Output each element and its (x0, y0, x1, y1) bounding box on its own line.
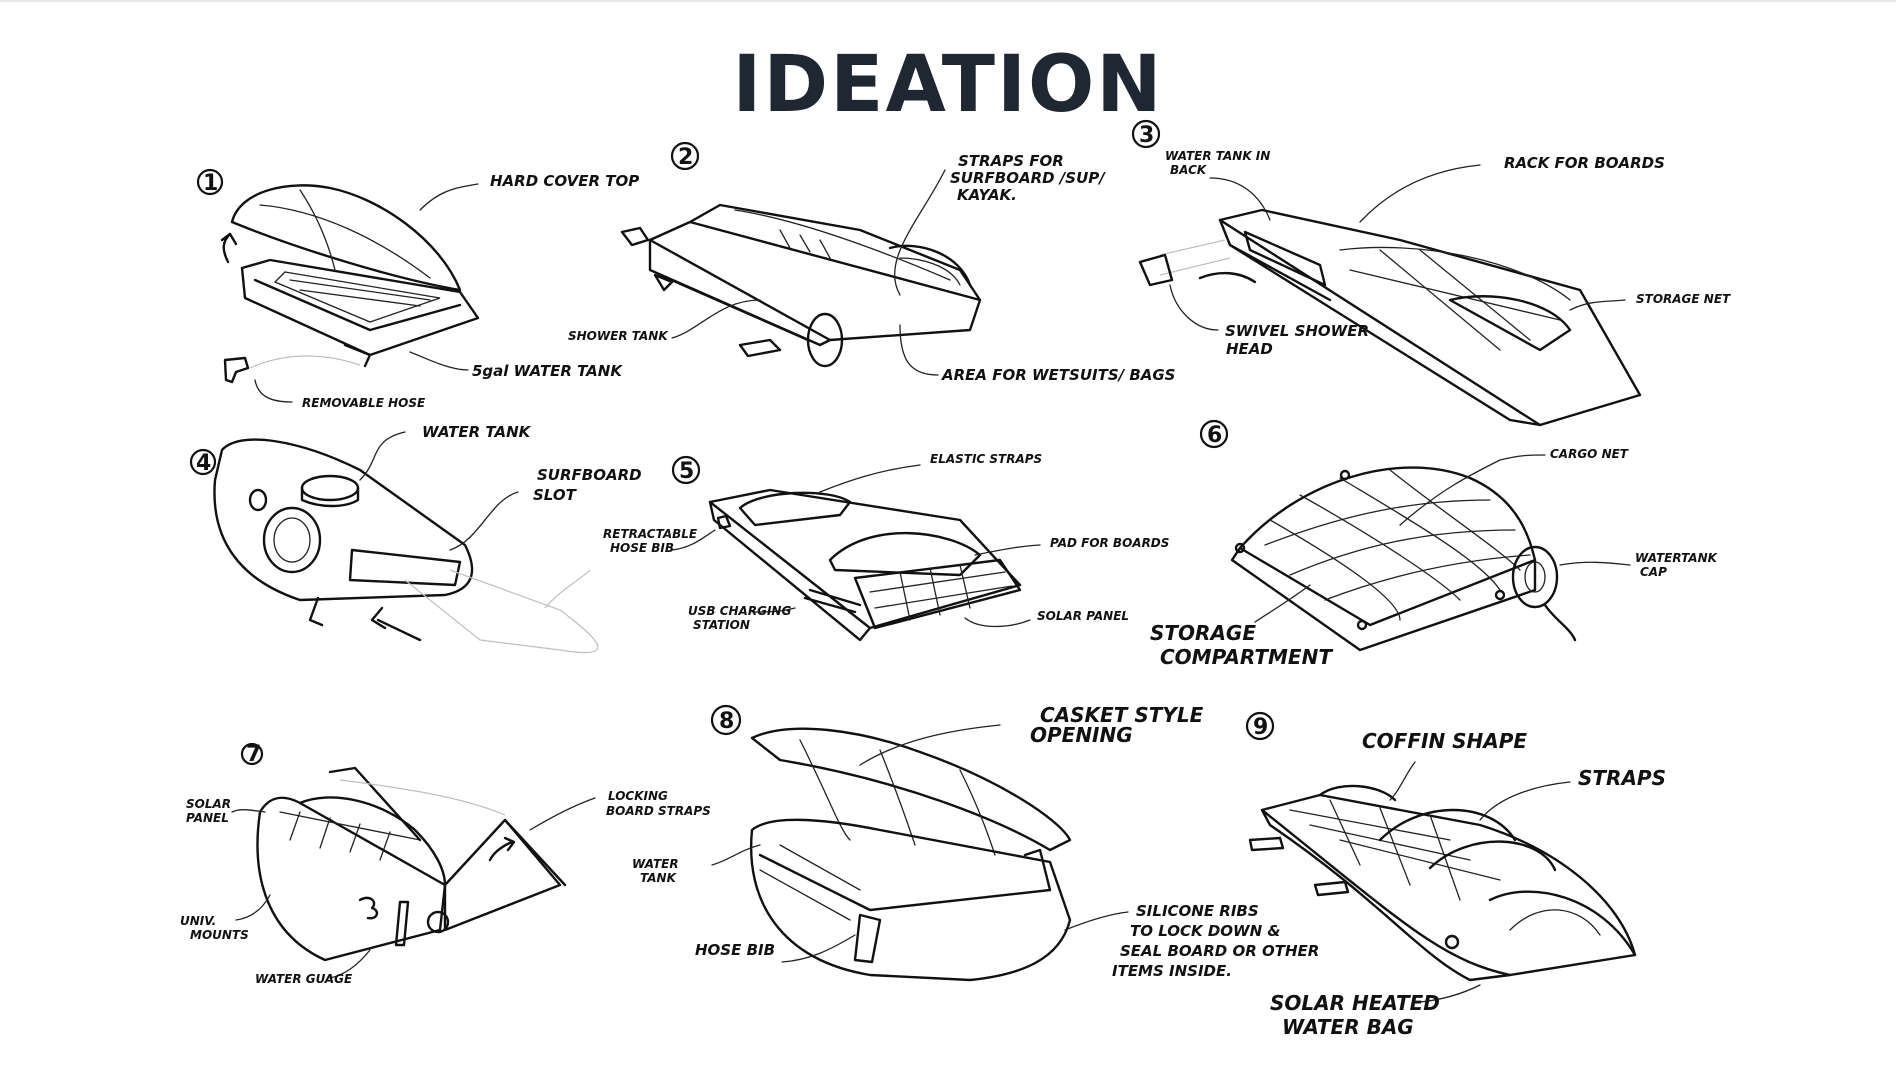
label-shower-tank: SHOWER TANK (568, 329, 669, 343)
concept-number: 9 (1253, 715, 1268, 740)
label-water-tank-in: WATER TANK IN (1165, 149, 1270, 163)
label-elastic-straps: ELASTIC STRAPS (930, 452, 1042, 466)
concept-number: 2 (678, 145, 693, 170)
concept-5: 5 ELASTIC STRAPS RETRACTABLE HOSE BIB PA… (603, 452, 1169, 642)
label-silicone-ribs: SILICONE RIBS (1136, 902, 1259, 920)
label-straps-9: STRAPS (1578, 766, 1666, 790)
label-coffin-shape: COFFIN SHAPE (1362, 729, 1527, 753)
concept-number: 6 (1207, 423, 1222, 448)
top-divider (0, 0, 1896, 2)
label-casket-style: CASKET STYLE (1040, 703, 1204, 727)
concept-number: 1 (203, 171, 218, 196)
concept-8: 8 CASKET STYLE OPENING WATER TANK HOSE B… (632, 703, 1319, 982)
label-water-tank: WATER TANK (422, 423, 532, 441)
label-cargo-net: CARGO NET (1550, 447, 1629, 461)
concept-4: 4 WATER TANK SURFBOARD SLOT (189, 423, 642, 654)
concept-number: 3 (1139, 123, 1154, 148)
label-items-inside: ITEMS INSIDE. (1112, 962, 1232, 980)
label-water: WATER (632, 857, 679, 871)
label-hose-bib: HOSE BIB (610, 541, 674, 555)
label-cap: CAP (1640, 565, 1667, 579)
page-title: IDEATION (732, 40, 1164, 130)
label-storage-net: STORAGE NET (1636, 292, 1731, 306)
label-swivel-shower: SWIVEL SHOWER (1225, 322, 1369, 340)
label-solar-heated: SOLAR HEATED (1270, 991, 1440, 1015)
concept-9: 9 COFFIN SHAPE STRAPS SOLAR HEATED WATER… (1245, 711, 1666, 1039)
concept-3: 3 WATER TANK IN BACK RACK FOR BOARDS STO… (1131, 119, 1731, 427)
label-solar: SOLAR (186, 797, 231, 811)
label-water-guage: WATER GUAGE (255, 972, 353, 986)
label-seal-board: SEAL BOARD OR OTHER (1120, 942, 1319, 960)
label-slot: SLOT (533, 486, 578, 504)
label-univ: UNIV. (180, 914, 216, 928)
label-back: BACK (1170, 163, 1208, 177)
concept-1: 1 HARD COVER TOP 5gal WATER TANK REMOVAB… (196, 168, 639, 410)
label-solar-panel: SOLAR PANEL (1037, 609, 1129, 623)
concept-2: 2 STRAPS FOR SURFBOARD /SUP/ KAYAK. SHOW… (568, 141, 1176, 384)
label-watertank: WATERTANK (1635, 551, 1719, 565)
label-surfboard-sup: SURFBOARD /SUP/ (950, 169, 1106, 187)
label-retractable: RETRACTABLE (603, 527, 698, 541)
label-usb-charging: USB CHARGING (688, 604, 791, 618)
label-surfboard: SURFBOARD (537, 466, 642, 484)
label-kayak: KAYAK. (957, 186, 1017, 204)
label-opening: OPENING (1030, 723, 1133, 747)
label-locking: LOCKING (608, 789, 668, 803)
label-station: STATION (693, 618, 750, 632)
label-rack-for-boards: RACK FOR BOARDS (1504, 154, 1665, 172)
concept-number: 7 (246, 742, 261, 767)
concept-number: 5 (679, 459, 694, 484)
label-board-straps: BOARD STRAPS (606, 804, 711, 818)
concept-7: 7 SOLAR PANEL LOCKING BOARD STRAPS UNIV.… (180, 742, 711, 986)
label-mounts: MOUNTS (190, 928, 249, 942)
label-area-for-wetsuits-bags: AREA FOR WETSUITS/ BAGS (941, 366, 1176, 384)
label-pad-for-boards: PAD FOR BOARDS (1050, 536, 1169, 550)
concept-6: 6 CARGO NET WATERTANK CAP STORAGE COMPAR… (1150, 419, 1719, 669)
label-to-lock-down: TO LOCK DOWN & (1130, 922, 1280, 940)
label-tank: TANK (640, 871, 678, 885)
label-5gal-water-tank: 5gal WATER TANK (472, 362, 623, 380)
concept-number: 4 (196, 451, 211, 476)
label-hose-bib-8: HOSE BIB (695, 941, 775, 959)
label-straps-for: STRAPS FOR (958, 152, 1064, 170)
label-compartment: COMPARTMENT (1160, 645, 1333, 669)
label-storage: STORAGE (1150, 621, 1256, 645)
concept-number: 8 (719, 709, 734, 734)
label-removable-hose: REMOVABLE HOSE (302, 396, 426, 410)
label-head: HEAD (1226, 340, 1273, 358)
label-water-bag: WATER BAG (1282, 1015, 1414, 1039)
label-panel: PANEL (186, 811, 229, 825)
label-hard-cover-top: HARD COVER TOP (490, 172, 639, 190)
